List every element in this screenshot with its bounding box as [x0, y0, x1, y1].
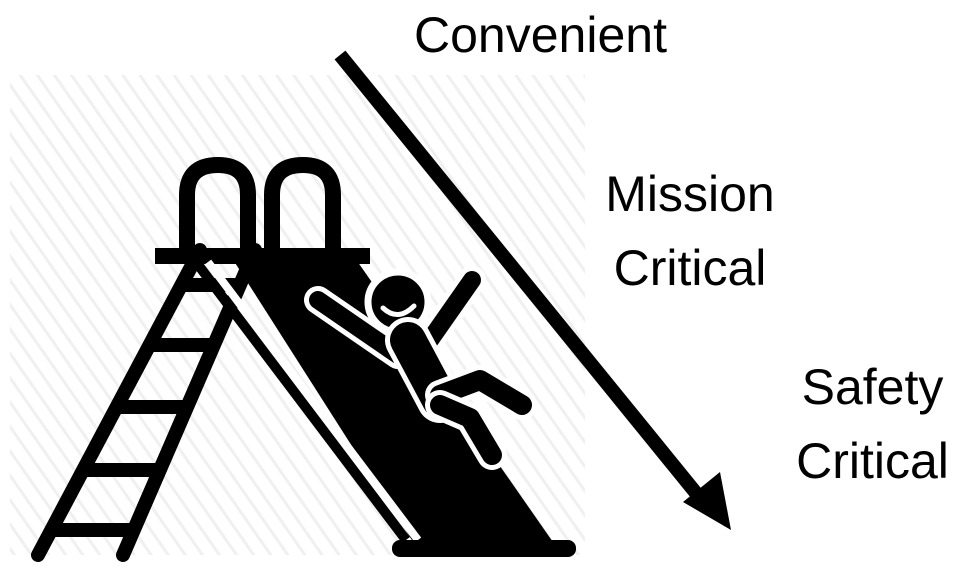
label-safety-line2: Critical	[796, 433, 949, 489]
label-mission-critical: Mission Critical	[590, 157, 790, 305]
label-safety-line1: Safety	[801, 359, 944, 415]
label-mission-line2: Critical	[613, 240, 767, 296]
label-convenient: Convenient	[414, 7, 667, 63]
label-safety-critical: Safety Critical	[780, 350, 965, 498]
down-right-arrow	[334, 50, 731, 530]
sliding-child-icon	[304, 266, 537, 470]
playground-slide-icon	[31, 156, 576, 562]
label-mission-line1: Mission	[605, 166, 775, 222]
